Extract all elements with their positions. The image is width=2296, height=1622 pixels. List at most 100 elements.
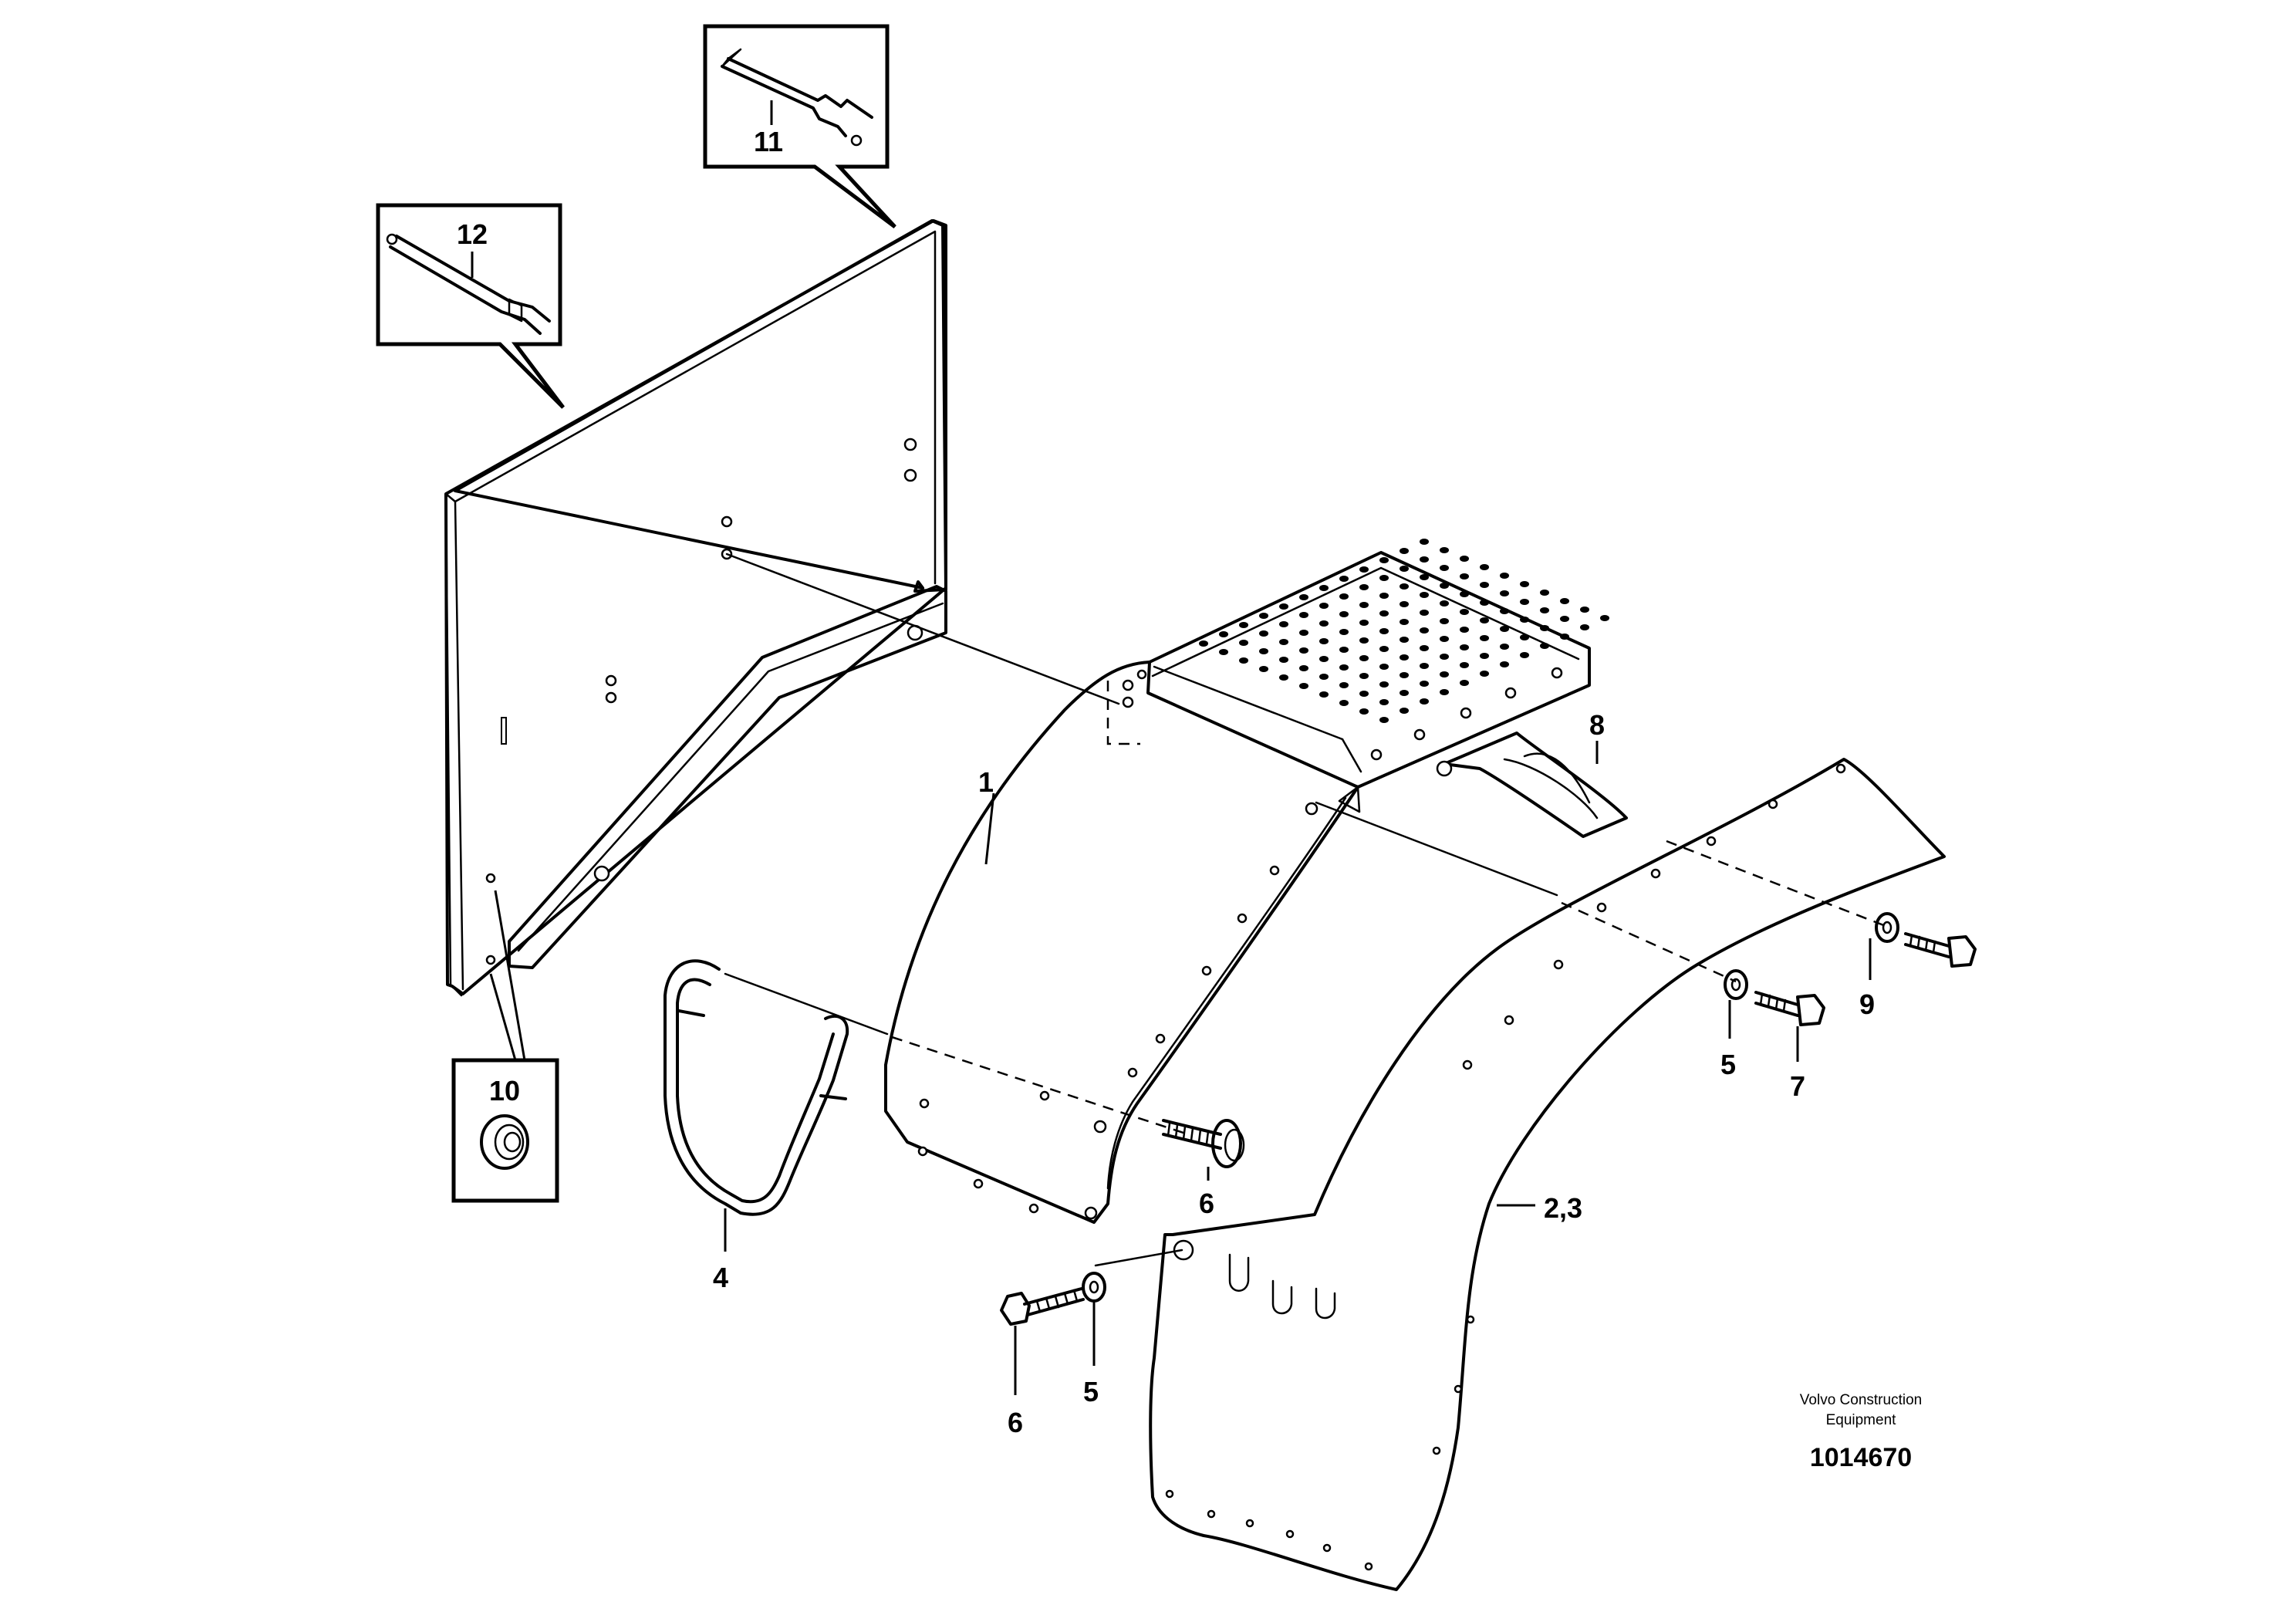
- grille-hole: [1420, 556, 1429, 563]
- grille-hole: [1440, 600, 1449, 607]
- leader-10a: [494, 890, 526, 1061]
- grille-hole: [1420, 610, 1429, 616]
- bolt-6-upper: [1162, 1119, 1245, 1168]
- leader-1: [984, 792, 995, 865]
- grille-hole: [1379, 699, 1389, 705]
- grille-hole: [1339, 700, 1349, 706]
- grille-hole: [1500, 661, 1509, 667]
- grille-hole: [1580, 624, 1589, 630]
- label-9: 9: [1859, 988, 1875, 1020]
- grille-hole: [1480, 564, 1489, 570]
- grille-hole: [1279, 603, 1288, 610]
- grille-hole: [1400, 566, 1409, 572]
- grille-hole: [1420, 539, 1429, 545]
- grille-hole: [1379, 646, 1389, 652]
- grille-hole: [1319, 656, 1329, 662]
- grille-hole: [1319, 603, 1329, 609]
- alignment-line-panel: [725, 552, 1120, 705]
- grille-hole: [1500, 608, 1509, 614]
- grille-hole: [1460, 591, 1469, 597]
- grille-hole: [1500, 590, 1509, 596]
- grille-hole: [1440, 583, 1449, 589]
- grille-hole: [1359, 584, 1369, 590]
- grille-hole: [1319, 674, 1329, 680]
- grille-hole: [1379, 610, 1389, 617]
- bolt-7: [1754, 991, 1825, 1026]
- grille-hole: [1339, 629, 1349, 635]
- credit-line-2: Equipment: [1826, 1412, 1897, 1428]
- grab-handle: [663, 959, 849, 1216]
- grille-hole: [1480, 635, 1489, 641]
- grille-hole: [1460, 609, 1469, 615]
- alignment-dash-bolt-9: [1666, 840, 1886, 928]
- grille-hole: [1600, 615, 1609, 621]
- grille-hole: [1420, 681, 1429, 687]
- grille-hole: [1540, 625, 1549, 631]
- grille-hole: [1299, 594, 1308, 600]
- label-11: 11: [754, 126, 783, 157]
- grille-hole: [1520, 652, 1529, 658]
- grille-hole: [1520, 581, 1529, 587]
- alignment-line-flap-bolt: [1094, 1249, 1183, 1267]
- leader-10b: [489, 973, 517, 1061]
- mud-flap: [1149, 758, 1946, 1591]
- grille-hole: [1420, 592, 1429, 598]
- grille-hole: [1379, 717, 1389, 723]
- grille-hole: [1199, 640, 1208, 647]
- grille-hole: [1400, 619, 1409, 625]
- grille-hole: [1560, 598, 1569, 604]
- grille-hole: [1480, 600, 1489, 606]
- grille-hole: [1440, 547, 1449, 553]
- grille-hole: [1480, 671, 1489, 677]
- grille-hole: [1299, 612, 1308, 618]
- grille-hole: [1540, 607, 1549, 613]
- grille-hole: [1400, 637, 1409, 643]
- grille-hole: [1359, 673, 1369, 679]
- grille-hole: [1319, 638, 1329, 644]
- grille-hole: [1319, 585, 1329, 591]
- grille-hole: [1339, 611, 1349, 617]
- grille-hole: [1339, 647, 1349, 653]
- washer-9: [1875, 912, 1899, 943]
- grille-hole: [1239, 622, 1248, 628]
- grille-hole: [1259, 630, 1268, 637]
- alignment-dash-bolt-7: [1561, 901, 1737, 983]
- grille-hole: [1359, 637, 1369, 644]
- grille-hole: [1420, 627, 1429, 634]
- grille-hole: [1259, 648, 1268, 654]
- grille-hole: [1299, 647, 1308, 654]
- grille-hole: [1339, 593, 1349, 600]
- grille-hole: [1339, 682, 1349, 688]
- grille-hole: [1500, 573, 1509, 579]
- grille-hole: [1400, 548, 1409, 554]
- grille-hole: [1379, 664, 1389, 670]
- grille-hole: [1460, 662, 1469, 668]
- label-12: 12: [457, 218, 488, 250]
- grille-hole: [1299, 630, 1308, 636]
- grille-hole: [1480, 653, 1489, 659]
- grille-hole: [1480, 617, 1489, 623]
- grille-hole: [1460, 680, 1469, 686]
- grille-hole: [1279, 621, 1288, 627]
- label-4: 4: [713, 1262, 728, 1293]
- grille-hole: [1580, 607, 1589, 613]
- grille-hole: [1440, 671, 1449, 678]
- grille-hole: [1440, 618, 1449, 624]
- alignment-line-handle: [724, 972, 889, 1036]
- grille-hole: [1560, 616, 1569, 622]
- alignment-line-fender-right: [1315, 801, 1558, 897]
- label-5-lower: 5: [1083, 1376, 1099, 1407]
- grille-hole: [1400, 654, 1409, 661]
- grille-hole: [1420, 574, 1429, 580]
- hidden-edge-dashes: [1106, 681, 1140, 745]
- label-5-upper: 5: [1720, 1049, 1736, 1080]
- grille-hole: [1379, 557, 1389, 563]
- label-8: 8: [1589, 709, 1605, 741]
- callout-12: [376, 203, 565, 409]
- grille-hole: [1520, 634, 1529, 640]
- grille-hole: [1440, 636, 1449, 642]
- grille-hole: [1359, 566, 1369, 573]
- grille-hole: [1520, 617, 1529, 623]
- grille-hole: [1259, 613, 1268, 619]
